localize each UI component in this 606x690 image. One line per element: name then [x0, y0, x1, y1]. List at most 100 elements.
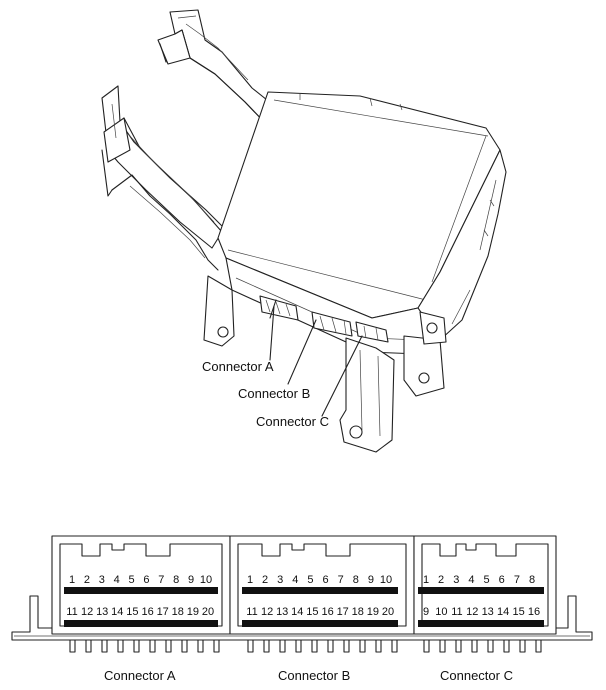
terminal-peg [247, 639, 254, 653]
pin-number: 14 [111, 606, 123, 618]
pin-number: 8 [529, 574, 535, 586]
pin-number: 1 [247, 574, 253, 586]
connector-b-top-row-bar [242, 587, 398, 594]
terminal-peg [85, 639, 92, 653]
connector-terminals [69, 639, 542, 653]
pin-number: 13 [96, 606, 108, 618]
pin-number: 5 [484, 574, 490, 586]
terminal-peg [213, 639, 220, 653]
terminal-peg [101, 639, 108, 653]
terminal-peg [487, 639, 494, 653]
pin-number: 10 [435, 606, 447, 618]
connector-a-top-row-bar [64, 587, 218, 594]
pin-number: 6 [323, 574, 329, 586]
terminal-peg [117, 639, 124, 653]
pin-number: 16 [528, 606, 540, 618]
connector-c-bottom-row-bar [418, 620, 544, 627]
pin-number: 9 [368, 574, 374, 586]
pin-number: 10 [380, 574, 392, 586]
pin-number: 20 [382, 606, 394, 618]
pin-number: 18 [172, 606, 184, 618]
pin-number: 3 [277, 574, 283, 586]
terminal-peg [455, 639, 462, 653]
pin-number: 12 [81, 606, 93, 618]
terminal-peg [343, 639, 350, 653]
pin-number: 19 [187, 606, 199, 618]
pin-number: 3 [99, 574, 105, 586]
pin-number: 1 [423, 574, 429, 586]
pin-number: 11 [246, 606, 257, 618]
pin-number: 6 [499, 574, 505, 586]
module-body [203, 91, 507, 453]
terminal-peg [359, 639, 366, 653]
connector-c-housing [413, 535, 557, 635]
connector-c-caption: Connector C [440, 668, 513, 683]
terminal-peg [423, 639, 430, 653]
pin-number: 18 [352, 606, 364, 618]
pin-number: 9 [423, 606, 429, 618]
pin-number: 12 [466, 606, 478, 618]
pin-number: 17 [337, 606, 349, 618]
label-connector-a: Connector A [202, 359, 274, 374]
connector-b-bottom-row-bar [242, 620, 398, 627]
connector-b-socket [311, 311, 353, 337]
terminal-peg [535, 639, 542, 653]
terminal-peg [181, 639, 188, 653]
terminal-peg [471, 639, 478, 653]
pin-number: 15 [126, 606, 138, 618]
pin-number: 3 [453, 574, 459, 586]
terminal-peg [375, 639, 382, 653]
terminal-peg [69, 639, 76, 653]
terminal-peg [133, 639, 140, 653]
pin-number: 11 [66, 606, 77, 618]
pin-number: 12 [261, 606, 273, 618]
pin-number: 1 [69, 574, 75, 586]
pin-number: 17 [157, 606, 169, 618]
leader-lines [269, 305, 363, 417]
label-connector-b: Connector B [238, 386, 310, 401]
pin-number: 4 [468, 574, 474, 586]
pin-number: 14 [291, 606, 303, 618]
terminal-peg [165, 639, 172, 653]
terminal-peg [295, 639, 302, 653]
terminal-peg [197, 639, 204, 653]
pin-number: 5 [307, 574, 313, 586]
pin-number: 8 [353, 574, 359, 586]
pin-number: 2 [84, 574, 90, 586]
pin-number: 11 [451, 606, 462, 618]
pin-number: 15 [306, 606, 318, 618]
pin-number: 10 [200, 574, 212, 586]
pin-number: 13 [276, 606, 288, 618]
terminal-peg [391, 639, 398, 653]
pin-number: 15 [512, 606, 524, 618]
pin-number: 13 [482, 606, 494, 618]
pin-number: 16 [321, 606, 333, 618]
pin-number: 8 [173, 574, 179, 586]
pin-number: 4 [114, 574, 120, 586]
control-module-drawing: Connector A Connector B Connector C [101, 9, 507, 453]
pin-number: 19 [367, 606, 379, 618]
terminal-peg [311, 639, 318, 653]
pin-number: 2 [262, 574, 268, 586]
pin-number: 16 [141, 606, 153, 618]
terminal-peg [439, 639, 446, 653]
terminal-peg [503, 639, 510, 653]
bracket-arm-right [157, 9, 293, 129]
connector-a-bottom-row-bar [64, 620, 218, 627]
pin-number: 9 [188, 574, 194, 586]
pin-number: 7 [338, 574, 344, 586]
pin-number: 7 [514, 574, 520, 586]
pin-number: 2 [438, 574, 444, 586]
bracket-arm-left [101, 85, 233, 271]
pin-number: 20 [202, 606, 214, 618]
terminal-peg [519, 639, 526, 653]
terminal-peg [149, 639, 156, 653]
